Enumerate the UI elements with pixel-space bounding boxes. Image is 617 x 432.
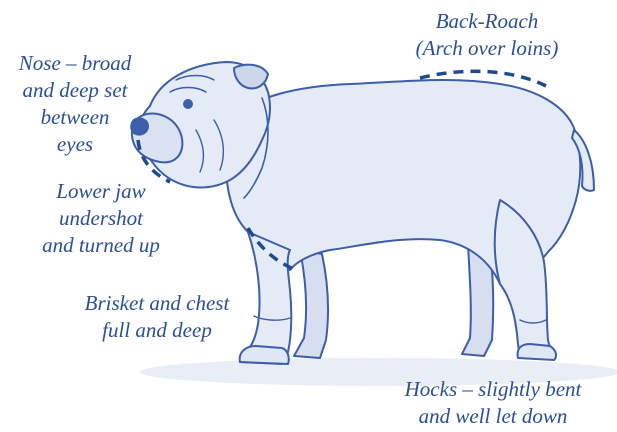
front-paw [240,346,289,364]
label-brisket: Brisket and chest full and deep [62,290,252,344]
label-line: full and deep [62,317,252,344]
label-line: and well let down [378,403,608,430]
front-far-leg [294,250,328,358]
label-lower-jaw: Lower jaw undershot and turned up [26,178,176,259]
dog-eye [184,100,192,108]
label-line: (Arch over loins) [392,35,582,62]
label-line: Hocks – slightly bent [378,376,608,403]
label-line: between [0,104,150,131]
label-hocks: Hocks – slightly bent and well let down [378,376,608,430]
label-line: Nose – broad [0,50,150,77]
rear-paw [518,344,557,360]
label-line: and turned up [26,232,176,259]
label-line: eyes [0,131,150,158]
label-line: Back-Roach [392,8,582,35]
label-line: and deep set [0,77,150,104]
label-nose: Nose – broad and deep set between eyes [0,50,150,158]
label-line: Brisket and chest [62,290,252,317]
label-back-roach: Back-Roach (Arch over loins) [392,8,582,62]
label-line: Lower jaw [26,178,176,205]
label-line: undershot [26,205,176,232]
